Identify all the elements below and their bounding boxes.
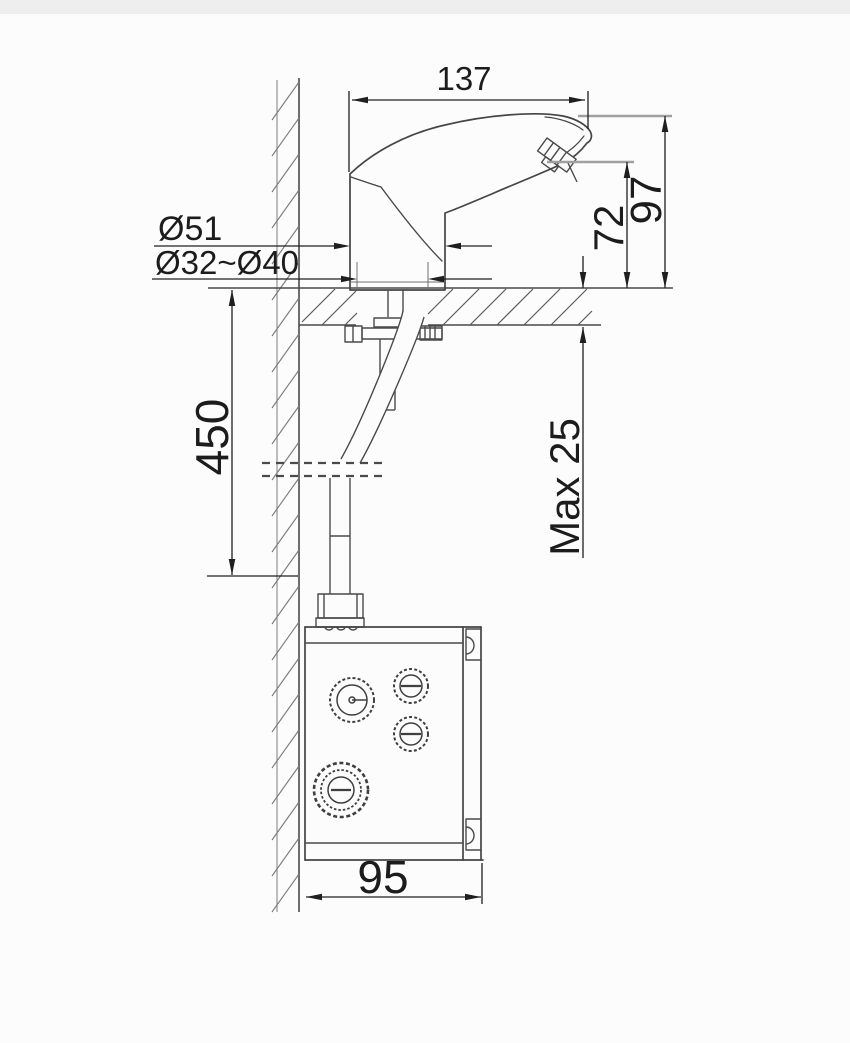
- dim-overall-height: 97: [622, 116, 671, 288]
- aerator-drip-line: [567, 162, 578, 183]
- faucet-lip-curve: [350, 176, 382, 188]
- faucet-body: [349, 113, 593, 291]
- box-knob: [312, 761, 370, 819]
- dim-under-counter-drop: 450: [186, 290, 298, 577]
- wall-section: [271, 78, 300, 913]
- dim-max-counter-thickness: Max 25: [541, 256, 588, 558]
- counter-hatching: [301, 288, 593, 326]
- dim-spout-outlet-height: 72: [585, 162, 632, 288]
- top-gray-band: [0, 0, 850, 14]
- dimension-label-hole-diameter: Ø32~Ø40: [155, 244, 299, 281]
- dimension-label-base-diameter: Ø51: [158, 210, 222, 248]
- dim-control-box-width: 95: [306, 851, 483, 904]
- box-clip-top: [465, 628, 481, 661]
- faucet-outline: [349, 113, 593, 291]
- box-clip-bottom: [465, 818, 481, 851]
- dim-spout-reach: 137: [348, 60, 589, 172]
- dimension-label-under-counter-drop: 450: [186, 399, 238, 476]
- dim-hole-diameter: Ø32~Ø40: [152, 244, 492, 283]
- supply-hose: [262, 310, 425, 631]
- box-screw-bottom: [393, 716, 429, 752]
- dimension-label-max-counter-thickness: Max 25: [541, 418, 588, 556]
- wall-hatching: [271, 81, 300, 913]
- dimension-label-spout-reach: 137: [436, 60, 491, 97]
- box-port-large: [329, 677, 375, 723]
- box-screw-top: [393, 668, 429, 704]
- hose-connector-nut: [315, 593, 365, 631]
- spout-aerator: [536, 137, 577, 173]
- dim-base-diameter: Ø51: [154, 210, 492, 250]
- counter-section: [208, 262, 673, 326]
- dimension-label-overall-height: 97: [622, 176, 671, 225]
- threaded-block: [419, 325, 443, 341]
- dimension-label-control-box-width: 95: [357, 851, 408, 903]
- control-box: [304, 626, 484, 861]
- faucet-dome-curve: [380, 186, 443, 262]
- dimension-label-spout-outlet-height: 72: [585, 205, 632, 252]
